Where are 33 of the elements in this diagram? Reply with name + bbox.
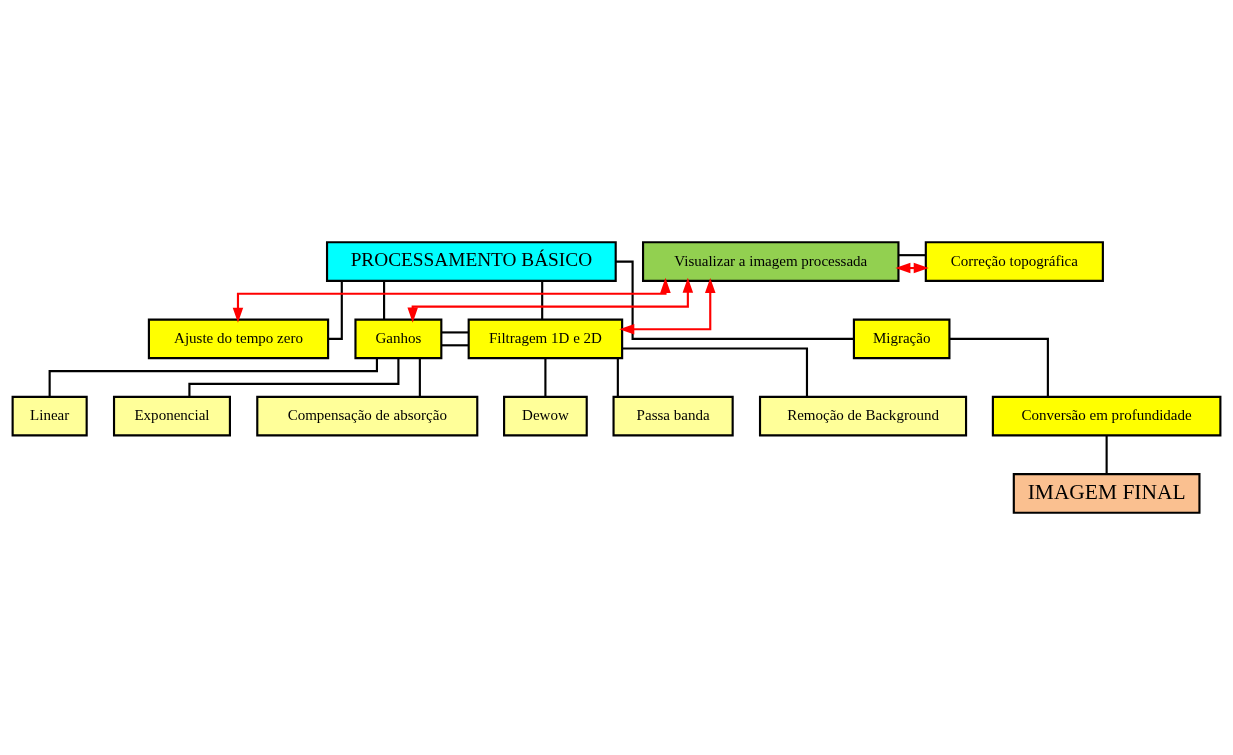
node-box: Migração <box>852 318 951 360</box>
node-box: Conversão em profundidade <box>991 395 1222 437</box>
node-box: Dewow <box>503 395 588 437</box>
connector <box>541 281 544 320</box>
node-box: Compensação de absorção <box>256 395 479 437</box>
connector <box>616 358 619 397</box>
connector <box>383 281 386 320</box>
arrow <box>407 277 694 323</box>
connector <box>188 358 400 397</box>
connector <box>544 358 547 397</box>
connector <box>441 331 469 334</box>
connector <box>328 281 343 340</box>
node-box: Correção topográfica <box>924 241 1104 282</box>
connector <box>949 337 1049 397</box>
node-box: Linear <box>11 395 88 437</box>
arrow <box>232 277 671 323</box>
connector <box>418 358 421 397</box>
node-box: Ajuste do tempo zero <box>147 318 330 360</box>
node-box: PROCESSAMENTO BÁSICO <box>325 241 617 282</box>
connector <box>622 347 809 397</box>
node-box: Visualizar a imagem processada <box>642 241 900 282</box>
node-box: Ganhos <box>354 318 443 360</box>
arrow <box>895 262 929 274</box>
node-box: Exponencial <box>112 395 231 437</box>
connector <box>898 254 926 257</box>
node-box: Passa banda <box>612 395 734 437</box>
arrow <box>619 277 716 335</box>
connector <box>441 344 469 347</box>
node-box: Remoção de Background <box>758 395 968 437</box>
connector <box>1105 435 1108 474</box>
node-box: Filtragem 1D e 2D <box>467 318 624 360</box>
connector <box>48 358 378 397</box>
node-box: IMAGEM FINAL <box>1012 473 1201 514</box>
